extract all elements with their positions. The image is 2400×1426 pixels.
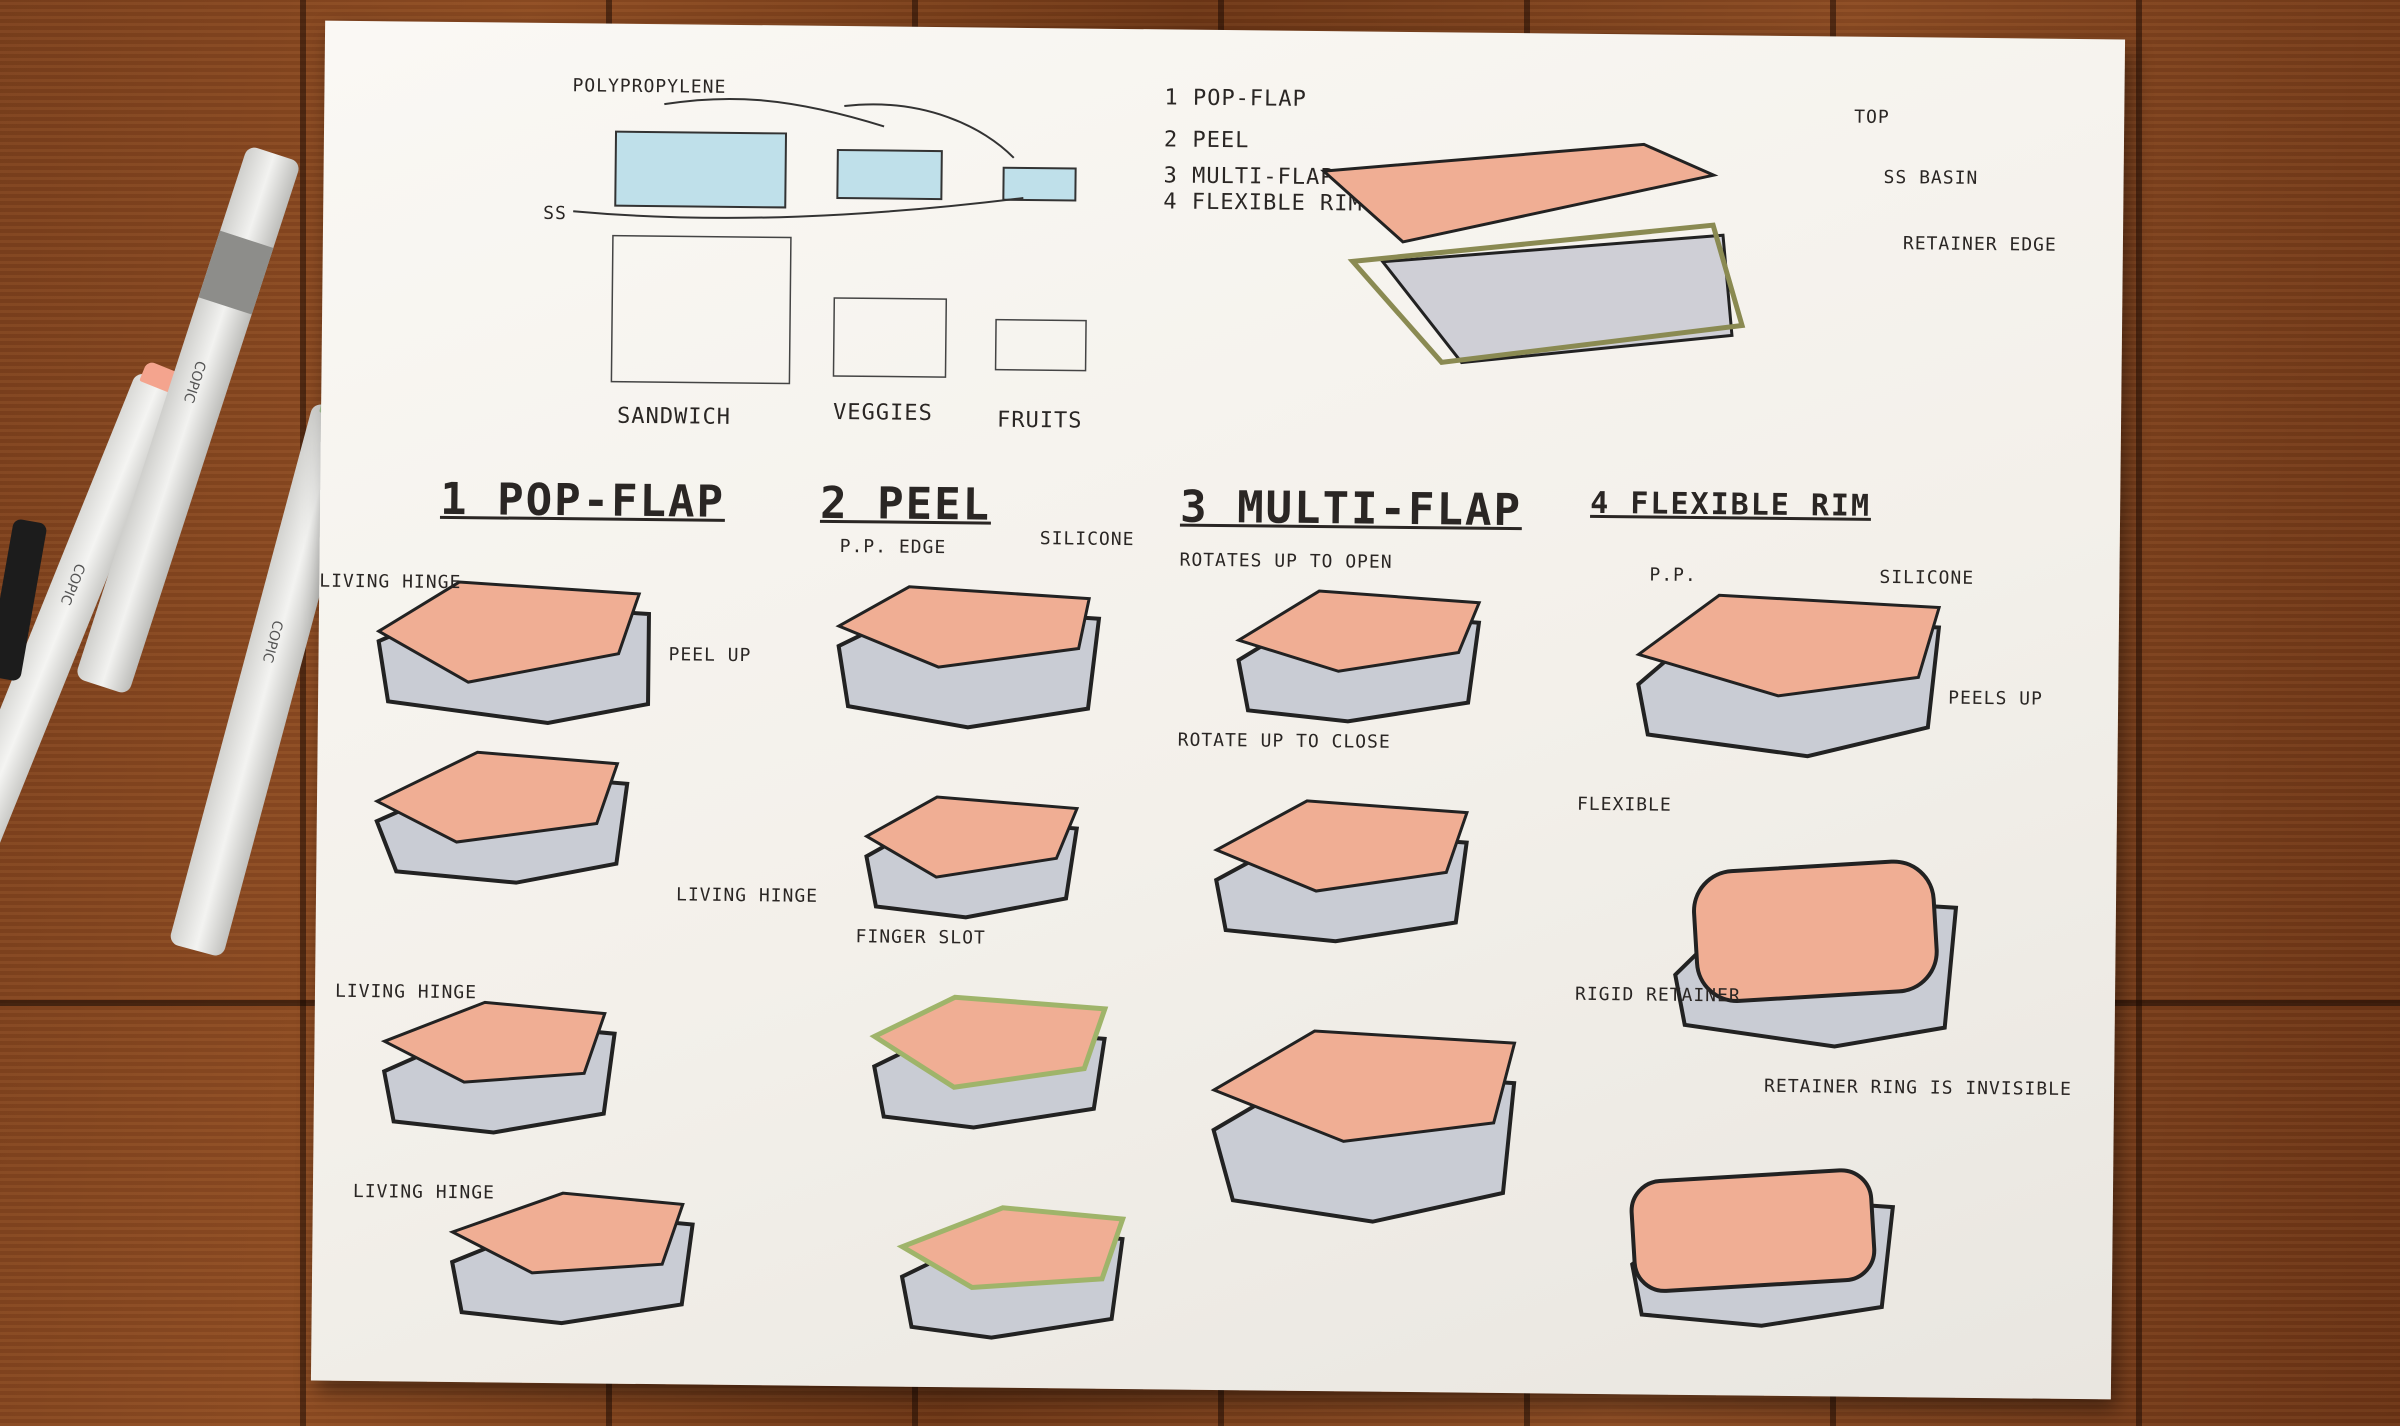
marker-label: COPIC <box>258 618 286 665</box>
sketch-paper: PolyPropylene SS SANDWICH VEGGIES FRUITS… <box>310 20 2126 1400</box>
c1-box-4 <box>448 1191 695 1326</box>
c2-pp-edge: P.P. EDGE <box>839 536 947 559</box>
c3-box-1 <box>1235 589 1482 724</box>
c4-pp: P.P. <box>1649 564 1697 587</box>
c2-box-3 <box>869 994 1109 1130</box>
c2-box-1 <box>835 585 1102 730</box>
c1-box-2 <box>373 750 630 885</box>
exploded-container-sketch <box>1320 142 1746 365</box>
c1-box-1 <box>375 580 651 726</box>
c4-box-2 <box>1673 859 1959 1049</box>
c3-box-2 <box>1213 799 1469 944</box>
c4-retainer-invisible: RETAINER RING IS INVISIBLE <box>1763 1075 2072 1100</box>
c4-silicone: SILICONE <box>1879 566 1975 589</box>
c4-flexible: FLEXIBLE <box>1576 793 1672 816</box>
c3-box-3 <box>1210 1029 1517 1224</box>
c2-box-2 <box>863 795 1080 920</box>
container-sketches <box>373 580 1959 1340</box>
marker-label: COPIC <box>179 358 209 405</box>
c2-box-4 <box>896 1205 1127 1340</box>
c1-living-hinge-3: LIVING HINGE <box>334 980 478 1004</box>
c4-box-3 <box>1629 1168 1896 1328</box>
c1-living-hinge-1: LIVING HINGE <box>319 570 462 594</box>
c2-finger-slot: FINGER SLOT <box>855 926 986 949</box>
c1-box-3 <box>380 1000 617 1135</box>
c1-peel-up: PEEL UP <box>668 644 752 667</box>
c4-peels-up: PEELS UP <box>1948 687 2043 710</box>
c3-rotate-close: ROTATE UP TO CLOSE <box>1177 729 1391 753</box>
c2-silicone: SILICONE <box>1039 528 1135 551</box>
size-boxes-sketch <box>573 97 1087 385</box>
marker-label: COPIC <box>56 560 88 607</box>
c4-box-1 <box>1635 593 1942 759</box>
c4-rigid-retainer: RIGID RETAINER <box>1574 983 1741 1007</box>
c1-living-hinge-4: LIVING HINGE <box>352 1180 496 1204</box>
c3-rotates: ROTATES UP TO OPEN <box>1179 549 1393 573</box>
c1-living-hinge-2: LIVING HINGE <box>675 884 819 907</box>
